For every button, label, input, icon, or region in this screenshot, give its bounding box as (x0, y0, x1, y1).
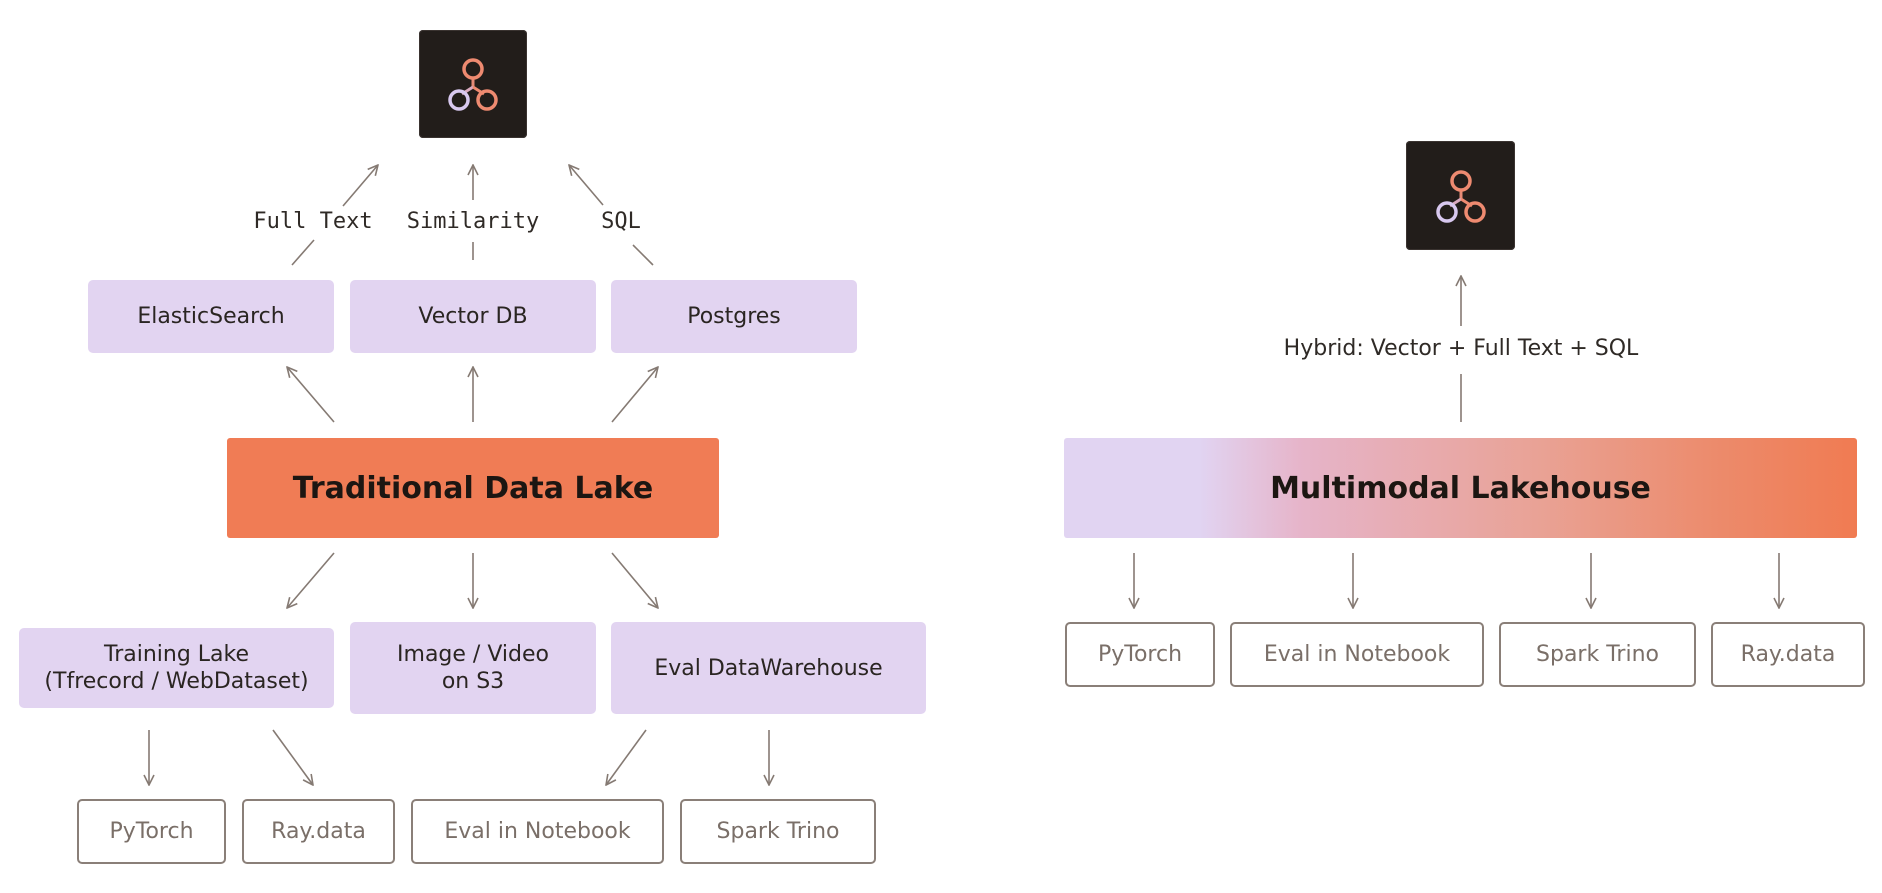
consumer-eval-notebook: Eval in Notebook (411, 799, 664, 864)
arrow-fulltext-to-logo-head (342, 165, 378, 207)
arrow-lake-to-training (287, 552, 335, 608)
app-logo-icon (1406, 141, 1515, 250)
consumer-raydata: Ray.data (1711, 622, 1865, 687)
query-label-sql: SQL (601, 209, 641, 234)
store-eval-datawarehouse: Eval DataWarehouse (611, 622, 926, 714)
arrow-sql-to-logo (569, 165, 604, 206)
consumer-pytorch: PyTorch (77, 799, 226, 864)
consumer-pytorch: PyTorch (1065, 622, 1215, 687)
store-image-video-line1: Image / Video (397, 642, 549, 667)
multimodal-lakehouse: Multimodal Lakehouse (1064, 438, 1857, 538)
consumer-spark-trino: Spark Trino (680, 799, 876, 864)
store-training-lake-line1: Training Lake (103, 642, 250, 667)
arrow-lake-to-elasticsearch (287, 367, 335, 423)
consumer-raydata: Ray.data (242, 799, 395, 864)
engine-vector-db: Vector DB (350, 280, 596, 353)
consumer-eval-notebook: Eval in Notebook (1230, 622, 1484, 687)
hybrid-query-label: Hybrid: Vector + Full Text + SQL (1283, 336, 1639, 361)
arrow-lake-to-postgres (611, 367, 658, 423)
store-image-video-line2: on S3 (441, 669, 505, 694)
arrow-sql-stem (632, 244, 654, 266)
arrow-warehouse-to-notebook (606, 729, 647, 785)
consumer-spark-trino: Spark Trino (1499, 622, 1696, 687)
query-label-fulltext: Full Text (253, 209, 373, 234)
engine-postgres: Postgres (611, 280, 857, 353)
arrow-lake-to-warehouse (611, 552, 658, 608)
store-training-lake-line2: (Tfrecord / WebDataset) (44, 669, 309, 694)
arrow-training-to-raydata (272, 729, 313, 785)
store-training-lake: Training Lake (Tfrecord / WebDataset) (19, 628, 334, 708)
traditional-data-lake: Traditional Data Lake (227, 438, 719, 538)
query-label-similarity: Similarity (406, 209, 540, 234)
app-logo-icon (419, 30, 527, 138)
arrow-fulltext-to-logo (291, 239, 315, 266)
engine-elasticsearch: ElasticSearch (88, 280, 334, 353)
store-image-video-s3: Image / Video on S3 (350, 622, 596, 714)
